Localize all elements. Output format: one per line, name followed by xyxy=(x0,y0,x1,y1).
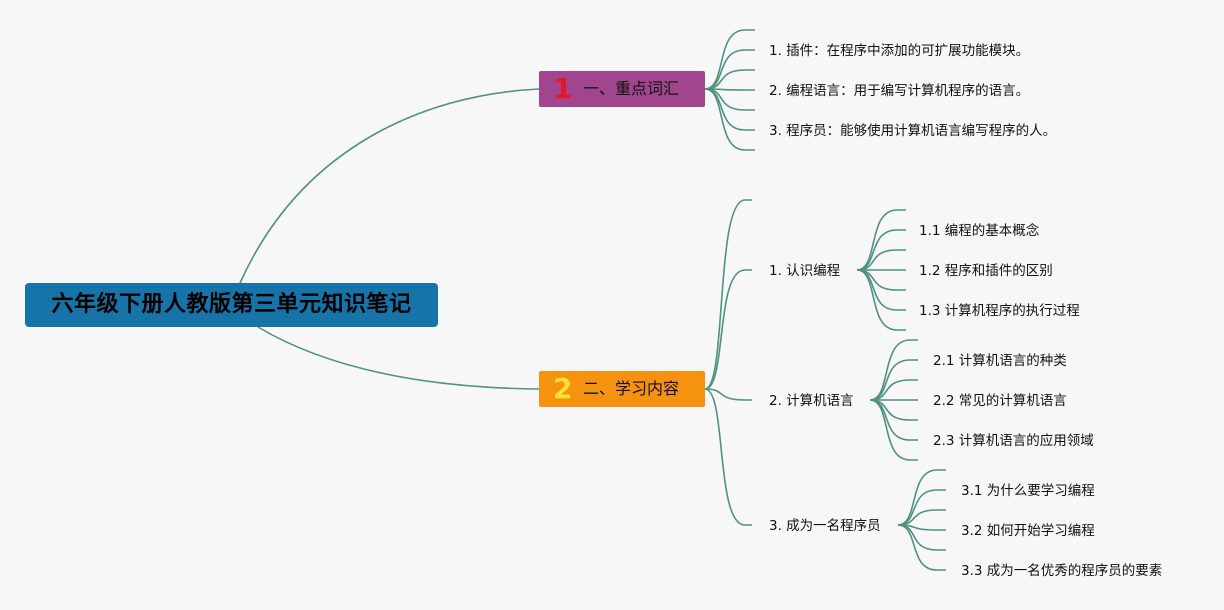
edge-b2-mid-0 xyxy=(704,388,752,401)
topic2-item-1[interactable]: 2.1 计算机语言的种类 xyxy=(933,353,1067,369)
topic-computer-language[interactable]: 2. 计算机语言 xyxy=(769,393,854,409)
topic1-item-1[interactable]: 1.1 编程的基本概念 xyxy=(919,223,1040,239)
root-node[interactable]: 六年级下册人教版第三单元知识笔记 xyxy=(25,283,438,327)
edge-b1-0 xyxy=(704,29,755,90)
edge-t2-0 xyxy=(869,339,918,401)
edge-t3-0 xyxy=(897,469,946,526)
vocab-item-programming-language[interactable]: 2. 编程语言：用于编写计算机程序的语言。 xyxy=(769,83,1030,99)
edge-t2-6 xyxy=(869,399,918,461)
number-1-badge: 1 xyxy=(553,72,573,105)
edge-root-branch1 xyxy=(239,88,540,284)
edge-t1-0 xyxy=(856,209,906,271)
vocab-item-programmer[interactable]: 3. 程序员：能够使用计算机语言编写程序的人。 xyxy=(769,123,1057,139)
edge-b1-1 xyxy=(704,49,755,90)
edge-b1-6 xyxy=(704,88,755,151)
topic2-item-2[interactable]: 2.2 常见的计算机语言 xyxy=(933,393,1067,409)
edge-t1-6 xyxy=(856,269,906,331)
edge-root-branch2 xyxy=(257,326,540,390)
vocab-item-plugin[interactable]: 1. 插件：在程序中添加的可扩展功能模块。 xyxy=(769,43,1030,59)
edge-b2-top-0 xyxy=(704,199,752,390)
branch-label: 一、重点词汇 xyxy=(583,79,680,98)
edge-t3-1 xyxy=(897,489,946,526)
edge-b2-top-1 xyxy=(704,269,752,390)
branch-learning-content[interactable]: 2 二、学习内容 xyxy=(539,371,705,407)
branch-key-vocabulary[interactable]: 1 一、重点词汇 xyxy=(539,71,705,107)
topic1-item-2[interactable]: 1.2 程序和插件的区别 xyxy=(919,263,1053,279)
topic-become-programmer[interactable]: 3. 成为一名程序员 xyxy=(769,518,881,534)
topic-understand-programming[interactable]: 1. 认识编程 xyxy=(769,263,841,279)
topic1-item-3[interactable]: 1.3 计算机程序的执行过程 xyxy=(919,303,1080,319)
topic3-item-3[interactable]: 3.3 成为一名优秀的程序员的要素 xyxy=(961,563,1163,579)
topic3-item-1[interactable]: 3.1 为什么要学习编程 xyxy=(961,483,1095,499)
edge-b2-bot-0 xyxy=(704,388,752,526)
edge-t3-5 xyxy=(897,524,946,571)
topic3-item-2[interactable]: 3.2 如何开始学习编程 xyxy=(961,523,1095,539)
topic2-item-3[interactable]: 2.3 计算机语言的应用领域 xyxy=(933,433,1094,449)
root-title: 六年级下册人教版第三单元知识笔记 xyxy=(51,292,412,317)
number-2-badge: 2 xyxy=(553,372,573,405)
edge-t2-1 xyxy=(869,359,918,401)
branch-label: 二、学习内容 xyxy=(583,379,680,398)
edge-t1-1 xyxy=(856,229,906,271)
